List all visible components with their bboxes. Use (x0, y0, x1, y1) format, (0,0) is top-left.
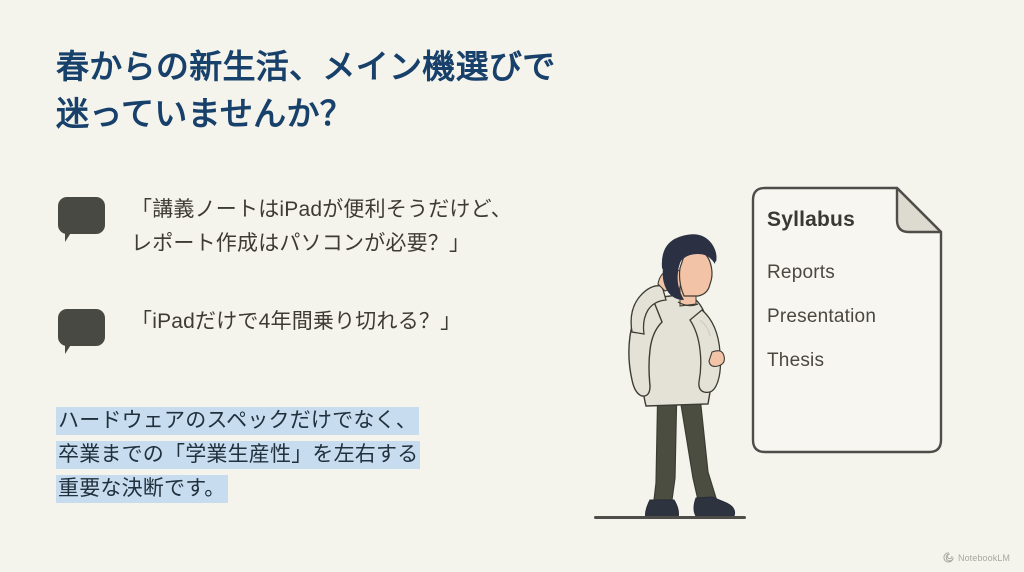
watermark-label: NotebookLM (957, 552, 1010, 563)
statement-line: ハードウェアのスペックだけでなく、 (56, 404, 496, 438)
document-item: Thesis (767, 350, 825, 371)
page-title: 春からの新生活、メイン機選びで 迷っていませんか？ (56, 48, 556, 132)
speech-bubble-icon (58, 197, 105, 242)
quote-text: 「講義ノートはiPadが便利そうだけど、 レポート作成はパソコンが必要？」 (131, 198, 512, 256)
quote-row: 「講義ノートはiPadが便利そうだけど、 レポート作成はパソコンが必要？」 (58, 193, 512, 261)
statement-line: 重要な決断です。 (56, 472, 496, 506)
person-scratching-head-illustration (580, 228, 760, 528)
speech-bubble-body (58, 309, 105, 346)
speech-bubble-tail (65, 228, 74, 242)
document-shape-icon (751, 186, 943, 454)
quote-text: 「iPadだけで4年間乗り切れる？」 (131, 310, 462, 333)
document-content: Syllabus Reports Presentation Thesis (767, 208, 937, 394)
document-item: Reports (767, 262, 835, 283)
speech-bubble-icon (58, 309, 105, 354)
notebooklm-spiral-icon (943, 552, 954, 563)
syllabus-document: Syllabus Reports Presentation Thesis (745, 186, 945, 456)
speech-bubble-tail (65, 340, 74, 354)
notebooklm-watermark: NotebookLM (943, 552, 1010, 563)
highlighted-statement: ハードウェアのスペックだけでなく、 卒業までの「学業生産性」を左右する 重要な決… (56, 404, 496, 506)
ground-line (594, 516, 746, 519)
speech-bubble-body (58, 197, 105, 234)
statement-line: 卒業までの「学業生産性」を左右する (56, 438, 496, 472)
document-title: Syllabus (767, 208, 855, 231)
person-svg (628, 234, 735, 519)
quote-row: 「iPadだけで4年間乗り切れる？」 (58, 305, 462, 354)
document-item: Presentation (767, 306, 877, 327)
